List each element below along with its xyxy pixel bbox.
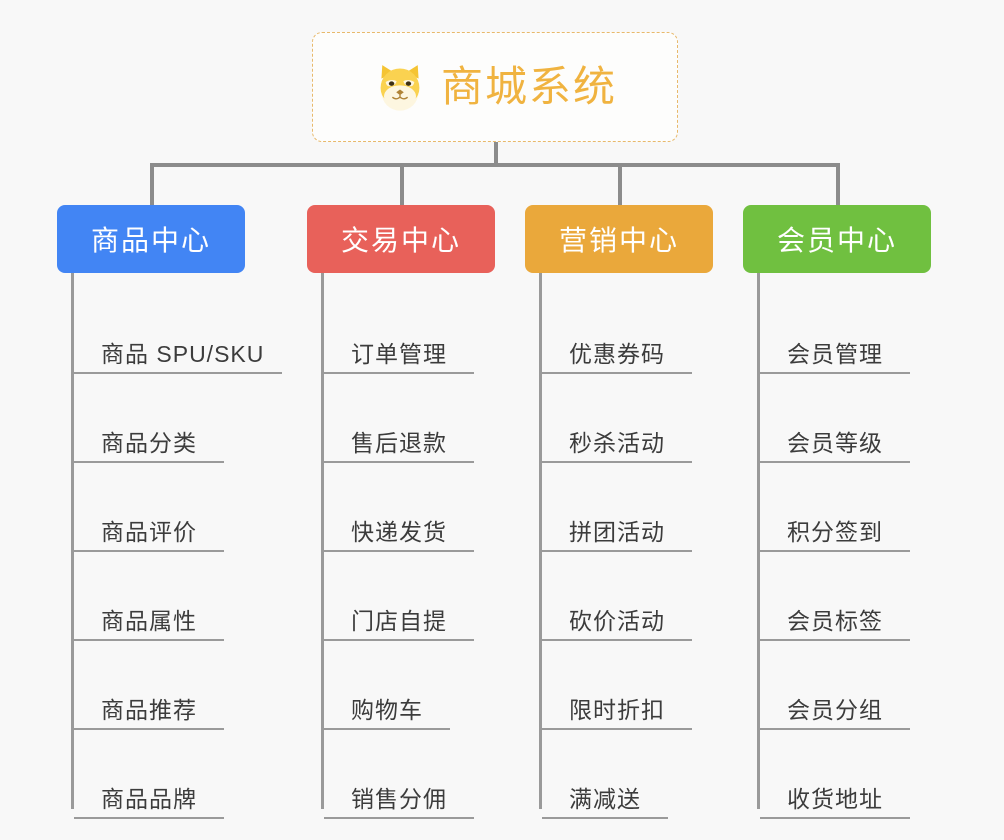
branch-header-product-center[interactable]: 商品中心 (57, 205, 245, 273)
list-item-label: 商品分类 (101, 429, 197, 456)
branch-header-trade-center[interactable]: 交易中心 (307, 205, 495, 273)
list-item-underline (760, 372, 910, 374)
list-item-label: 限时折扣 (569, 696, 665, 723)
branch-title: 商品中心 (90, 225, 211, 256)
connector-drop-1 (150, 163, 154, 205)
list-item[interactable]: 拼团活动 (539, 463, 713, 552)
root-title: 商城系统 (440, 63, 617, 110)
list-item[interactable]: 商品分类 (71, 374, 245, 463)
list-item-label: 秒杀活动 (569, 429, 665, 456)
list-item-underline (324, 550, 474, 552)
list-item-underline (74, 550, 224, 552)
list-item[interactable]: 会员等级 (757, 374, 931, 463)
branch-marketing-center: 营销中心 优惠券码 秒杀活动 拼团活动 砍价活动 限时折扣 (525, 205, 713, 819)
list-item[interactable]: 会员分组 (757, 641, 931, 730)
connector-root-stem (494, 142, 498, 166)
list-item-label: 拼团活动 (569, 518, 665, 545)
list-item[interactable]: 售后退款 (321, 374, 495, 463)
list-item[interactable]: 商品属性 (71, 552, 245, 641)
branch-header-marketing-center[interactable]: 营销中心 (525, 205, 713, 273)
list-item-label: 砍价活动 (569, 607, 665, 634)
list-item-underline (74, 817, 224, 819)
list-item-label: 商品 SPU/SKU (101, 340, 265, 367)
list-item-underline (760, 728, 910, 730)
list-item[interactable]: 秒杀活动 (539, 374, 713, 463)
branch-title: 交易中心 (340, 225, 461, 256)
list-item[interactable]: 优惠券码 (539, 285, 713, 374)
list-item[interactable]: 购物车 (321, 641, 495, 730)
list-item[interactable]: 商品推荐 (71, 641, 245, 730)
list-item-underline (74, 461, 224, 463)
list-item[interactable]: 砍价活动 (539, 552, 713, 641)
list-item[interactable]: 订单管理 (321, 285, 495, 374)
list-item-underline (324, 817, 474, 819)
list-item-label: 售后退款 (351, 429, 447, 456)
list-item-underline (542, 817, 668, 819)
connector-drop-2 (400, 163, 404, 205)
list-item-underline (542, 728, 692, 730)
list-item[interactable]: 收货地址 (757, 730, 931, 819)
list-item-underline (324, 728, 450, 730)
list-item-underline (760, 639, 910, 641)
list-item-label: 商品推荐 (101, 696, 197, 723)
list-item[interactable]: 销售分佣 (321, 730, 495, 819)
list-item-underline (542, 639, 692, 641)
branch-title: 营销中心 (558, 225, 679, 256)
branch-title: 会员中心 (776, 225, 897, 256)
list-item-underline (542, 372, 692, 374)
list-item-underline (74, 728, 224, 730)
list-item[interactable]: 商品评价 (71, 463, 245, 552)
list-item-label: 会员标签 (787, 607, 883, 634)
shiba-dog-face-icon (380, 65, 420, 111)
branch-item-list: 商品 SPU/SKU 商品分类 商品评价 商品属性 商品推荐 商品品牌 (57, 273, 282, 819)
list-item-label: 商品品牌 (101, 785, 197, 812)
list-item-underline (542, 461, 692, 463)
list-item[interactable]: 门店自提 (321, 552, 495, 641)
list-item-underline (74, 372, 282, 374)
branch-member-center: 会员中心 会员管理 会员等级 积分签到 会员标签 会员分组 (743, 205, 931, 819)
list-item-label: 会员分组 (787, 696, 883, 723)
list-item-label: 订单管理 (351, 340, 447, 367)
list-item[interactable]: 限时折扣 (539, 641, 713, 730)
list-item-label: 商品属性 (101, 607, 197, 634)
branch-item-list: 会员管理 会员等级 积分签到 会员标签 会员分组 收货地址 (743, 273, 931, 819)
list-item[interactable]: 积分签到 (757, 463, 931, 552)
connector-horizontal-bus (150, 163, 840, 167)
list-item-underline (760, 461, 910, 463)
list-item-underline (324, 372, 474, 374)
list-item-label: 会员等级 (787, 429, 883, 456)
list-item-underline (324, 461, 474, 463)
list-item-label: 销售分佣 (351, 785, 447, 812)
list-item[interactable]: 商品 SPU/SKU (71, 285, 282, 374)
connector-drop-4 (836, 163, 840, 205)
list-item[interactable]: 满减送 (539, 730, 713, 819)
list-item[interactable]: 商品品牌 (71, 730, 245, 819)
list-item-label: 优惠券码 (569, 340, 665, 367)
list-item[interactable]: 会员管理 (757, 285, 931, 374)
list-item[interactable]: 会员标签 (757, 552, 931, 641)
list-item-label: 商品评价 (101, 518, 197, 545)
list-item-underline (324, 639, 474, 641)
list-item-label: 积分签到 (787, 518, 883, 545)
list-item-label: 快递发货 (351, 518, 447, 545)
branch-item-list: 优惠券码 秒杀活动 拼团活动 砍价活动 限时折扣 满减送 (525, 273, 713, 819)
list-item-underline (542, 550, 692, 552)
list-item-underline (760, 817, 910, 819)
root-node[interactable]: 商城系统 (312, 32, 678, 142)
connector-drop-3 (618, 163, 622, 205)
list-item-label: 满减送 (569, 785, 641, 812)
branch-trade-center: 交易中心 订单管理 售后退款 快递发货 门店自提 购物车 (307, 205, 495, 819)
list-item-label: 会员管理 (787, 340, 883, 367)
list-item-underline (74, 639, 224, 641)
branch-product-center: 商品中心 商品 SPU/SKU 商品分类 商品评价 商品属性 商品推荐 (57, 205, 282, 819)
list-item[interactable]: 快递发货 (321, 463, 495, 552)
list-item-label: 门店自提 (351, 607, 447, 634)
branch-item-list: 订单管理 售后退款 快递发货 门店自提 购物车 销售分佣 (307, 273, 495, 819)
list-item-label: 收货地址 (787, 785, 883, 812)
list-item-underline (760, 550, 910, 552)
list-item-label: 购物车 (351, 696, 423, 723)
branch-header-member-center[interactable]: 会员中心 (743, 205, 931, 273)
